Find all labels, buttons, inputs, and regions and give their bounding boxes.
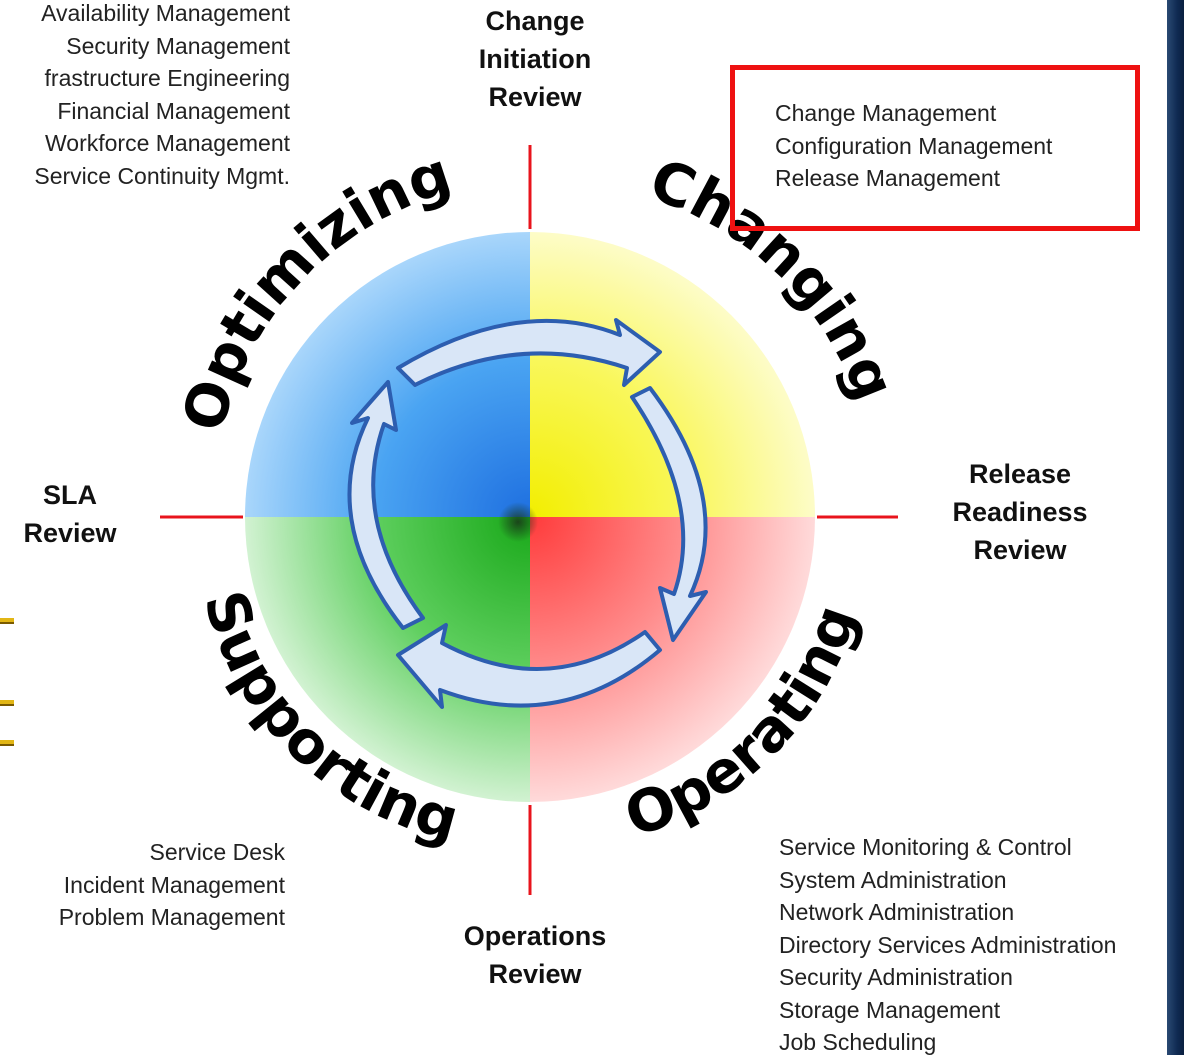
edge-decoration xyxy=(0,700,14,704)
review-label-sla: SLA Review xyxy=(23,480,117,548)
arrow-top xyxy=(396,318,662,387)
quadrant-operating xyxy=(530,517,815,802)
arrow-bottom xyxy=(396,623,662,709)
operating-smf-list: Service Monitoring & Control System Admi… xyxy=(779,831,1116,1059)
optimizing-smf-list: Availability Management Security Managem… xyxy=(34,0,290,192)
arrow-right xyxy=(630,386,708,642)
quadrant-changing xyxy=(530,232,815,517)
list-item: Financial Management xyxy=(57,97,290,124)
list-item: frastructure Engineering xyxy=(44,65,290,91)
list-item: Security Management xyxy=(66,32,290,59)
list-item: Change Management xyxy=(775,100,997,126)
edge-decoration xyxy=(0,740,14,744)
list-item: Configuration Management xyxy=(775,132,1053,159)
review-label-release-readiness: Release Readiness Review xyxy=(952,459,1088,565)
review-label-change-initiation: Change Initiation Review xyxy=(478,6,592,112)
list-item: Incident Management xyxy=(63,871,285,898)
slide-frame-edge xyxy=(1167,0,1184,1055)
cycle-arrows xyxy=(347,318,708,709)
list-item: Problem Management xyxy=(58,904,285,930)
list-item: Workforce Management xyxy=(44,130,290,156)
arrow-left xyxy=(347,380,425,630)
list-item: Job Scheduling xyxy=(779,1029,937,1055)
changing-smf-list: Change Management Configuration Manageme… xyxy=(775,97,1052,195)
list-item: Availability Management xyxy=(41,0,290,26)
edge-decoration xyxy=(0,618,14,622)
list-item: Directory Services Administration xyxy=(779,931,1117,958)
list-item: Security Administration xyxy=(779,964,1013,990)
list-item: Service Continuity Mgmt. xyxy=(34,162,290,189)
list-item: Service Desk xyxy=(149,839,285,865)
quadrant-optimizing xyxy=(245,232,530,517)
changing-highlight-box xyxy=(730,65,1140,231)
list-item: Release Management xyxy=(775,165,1001,191)
list-item: System Administration xyxy=(779,866,1007,893)
list-item: Storage Management xyxy=(779,996,1001,1023)
list-item: Service Monitoring & Control xyxy=(779,834,1072,860)
supporting-smf-list: Service Desk Incident Management Problem… xyxy=(59,836,285,934)
list-item: Network Administration xyxy=(779,899,1015,925)
axis-lines xyxy=(160,145,898,895)
quadrant-supporting xyxy=(245,517,530,802)
review-label-operations: Operations Review xyxy=(463,921,607,989)
